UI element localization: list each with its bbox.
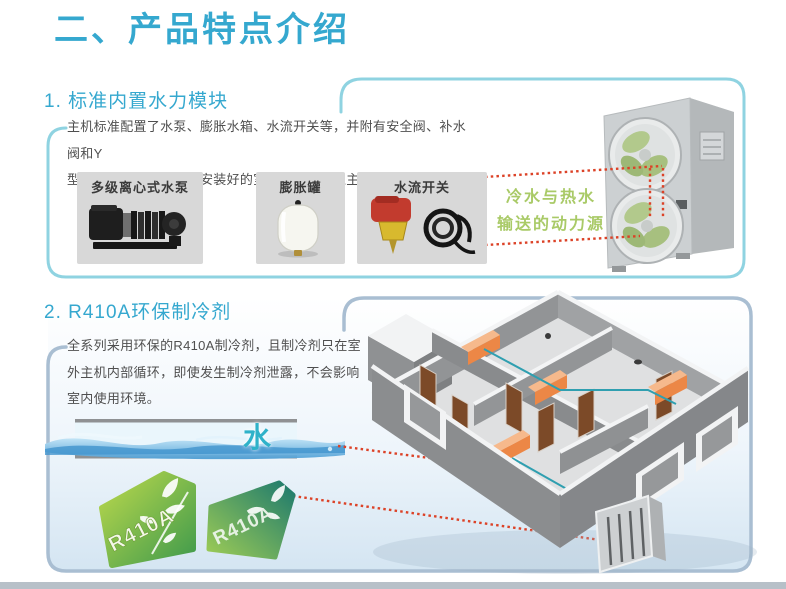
product-panel-tank: 膨胀罐 [256,172,345,264]
house-floorplan-image [368,290,757,574]
slide-title: 二、产品特点介绍 [54,11,350,49]
footer-strip [0,582,786,589]
fan-bottom [610,188,684,264]
centrifugal-pump-image [89,205,186,249]
section1-heading: 1. 标准内置水力模块 [44,91,229,112]
section1-panel [46,77,746,279]
callout-text: 冷水与热水 输送的动力源 [496,189,605,233]
r410a-badge-2: R410A [206,480,296,560]
section2-heading: 2. R410A环保制冷剂 [44,302,232,323]
section2-body: 全系列采用环保的R410A制冷剂，且制冷剂只在室 外主机内部循环，即使发生制冷剂… [67,338,361,406]
outdoor-unit-image [603,97,734,272]
water-pipe-image [45,419,345,460]
flow-switch-image [371,196,476,255]
product-panel-switch: 水流开关 [357,172,487,264]
product-panel-pump: 多级离心式水泵 [77,172,203,264]
product-label: 膨胀罐 [279,180,322,195]
water-label: 水 [243,422,272,453]
product-label: 多级离心式水泵 [90,180,189,195]
house-outdoor-unit [594,494,666,574]
fan-top [608,117,682,193]
callout-dashed-lines [467,164,665,248]
product-label: 水流开关 [393,180,450,195]
expansion-tank-image [277,200,319,258]
r410a-badge-1: R410A [99,471,196,568]
